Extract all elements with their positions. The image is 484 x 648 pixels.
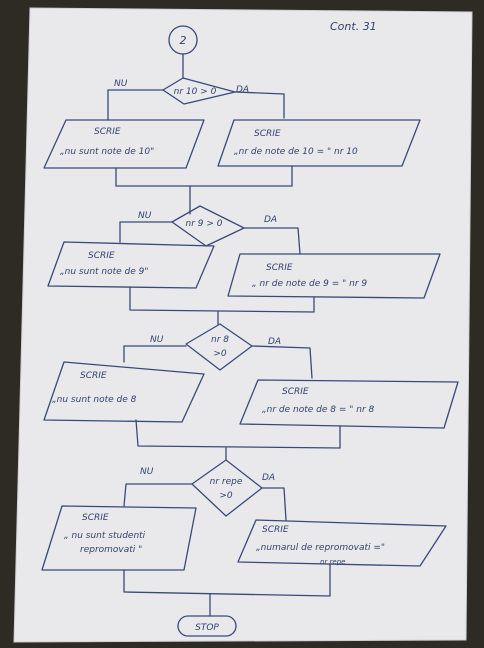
merge-line-2 [129,287,315,313]
yes-branch-line-3 [251,345,313,379]
merge-line-4 [123,563,331,597]
svg-text:>0: >0 [219,491,233,501]
output-no-9: SCRIE „nu sunt note de 9" [47,241,215,289]
svg-text:„nr de note de 10 = " nr 10: „nr de note de 10 = " nr 10 [234,147,358,157]
svg-text:nr 10 > 0: nr 10 > 0 [174,87,217,97]
merge-line-1 [115,165,293,187]
svg-text:„nr de note de 8 = " nr 8: „nr de note de 8 = " nr 8 [262,405,375,415]
svg-text:SCRIE: SCRIE [82,513,109,523]
svg-text:SCRIE: SCRIE [282,387,309,397]
no-label-2: NU [138,211,152,221]
stop-terminator: STOP [177,615,237,637]
svg-text:SCRIE: SCRIE [94,127,121,137]
no-label-3: NU [150,335,164,345]
svg-text:SCRIE: SCRIE [254,129,281,139]
header-note: Cont. 31 [330,20,377,33]
svg-text:nr 8: nr 8 [211,335,229,345]
yes-branch-line-2 [243,227,301,255]
no-branch-line-2 [119,221,173,243]
no-branch-line-3 [123,345,187,363]
merge-line-3 [135,419,341,449]
svg-text:repromovati ": repromovati " [80,545,142,555]
output-no-repe: SCRIE „ nu sunt studenti repromovati " [41,505,197,571]
svg-text:SCRIE: SCRIE [88,251,115,261]
output-no-8: SCRIE „nu sunt note de 8 [43,361,205,423]
svg-text:„ nr de note de 9 = " nr 9: „ nr de note de 9 = " nr 9 [252,279,367,289]
svg-text:STOP: STOP [195,623,219,633]
svg-text:nr repe: nr repe [210,477,243,487]
no-label-4: NU [140,467,154,477]
svg-text:nr 9 > 0: nr 9 > 0 [186,219,223,229]
yes-branch-line-1 [234,91,285,119]
svg-text:„nu sunt note de 8: „nu sunt note de 8 [52,395,137,405]
svg-text:SCRIE: SCRIE [80,371,107,381]
output-yes-10: SCRIE „nr de note de 10 = " nr 10 [217,119,421,167]
svg-text:„nu sunt note de 9": „nu sunt note de 9" [60,267,149,277]
yes-branch-line-4 [261,487,287,521]
yes-label-3: DA [268,337,281,347]
output-yes-9: SCRIE „ nr de note de 9 = " nr 9 [227,253,441,299]
yes-label-1: DA [236,85,249,95]
svg-text:nr repe: nr repe [320,558,345,566]
svg-text:„nu sunt note de 10": „nu sunt note de 10" [60,147,154,157]
output-no-10: SCRIE „nu sunt note de 10" [43,119,205,169]
svg-text:2: 2 [180,34,187,47]
no-branch-line-4 [123,483,193,507]
no-branch-line-1 [107,89,164,121]
svg-text:SCRIE: SCRIE [266,263,293,273]
output-yes-repe: SCRIE „numarul de repromovati =" nr repe [237,519,447,567]
yes-label-4: DA [262,473,275,483]
svg-text:>0: >0 [213,349,227,359]
svg-text:SCRIE: SCRIE [262,525,289,535]
svg-text:„numarul de repromovati =": „numarul de repromovati =" [256,543,385,553]
svg-text:„ nu sunt studenti: „ nu sunt studenti [64,531,146,541]
yes-label-2: DA [264,215,277,225]
no-label-1: NU [114,79,128,89]
output-yes-8: SCRIE „nr de note de 8 = " nr 8 [239,379,459,429]
